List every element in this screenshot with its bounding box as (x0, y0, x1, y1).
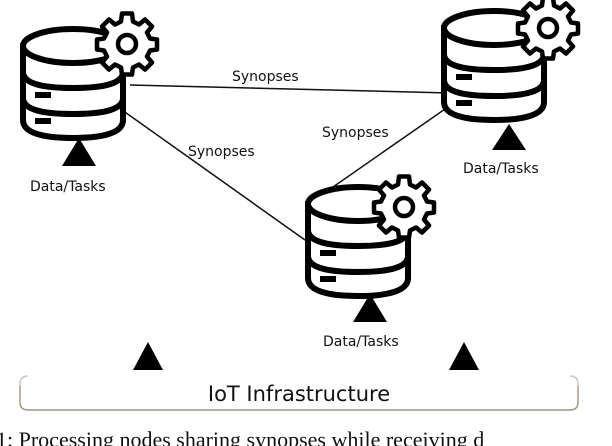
node-input-label: Data/Tasks (463, 161, 539, 177)
gear-icon (374, 177, 434, 238)
infrastructure-arrow-icon-left (133, 342, 163, 370)
figure-caption: 1: Processing nodes sharing synopses whi… (0, 427, 484, 446)
node-center: Data/Tasks (308, 177, 434, 350)
node-input-label: Data/Tasks (323, 334, 399, 350)
edge-left-right (129, 84, 451, 94)
edge-center-right (332, 99, 459, 188)
node-input-label: Data/Tasks (30, 179, 106, 195)
node-right: Data/Tasks (444, 0, 578, 177)
edge-label-left-right: Synopses (232, 69, 299, 85)
gear-icon (97, 14, 157, 75)
edge-label-left-center: Synopses (188, 144, 255, 160)
edge-label-center-right: Synopses (322, 125, 389, 141)
edge-left-center (121, 109, 306, 241)
input-arrow-icon (353, 294, 387, 322)
infrastructure-bar: IoT Infrastructure (19, 375, 579, 411)
input-arrow-icon (492, 124, 526, 150)
input-arrow-icon (62, 138, 96, 166)
gear-icon (518, 0, 578, 59)
node-left: Data/Tasks (23, 14, 157, 195)
infrastructure-label: IoT Infrastructure (208, 382, 390, 406)
infrastructure-arrow-icon-right (449, 342, 479, 370)
